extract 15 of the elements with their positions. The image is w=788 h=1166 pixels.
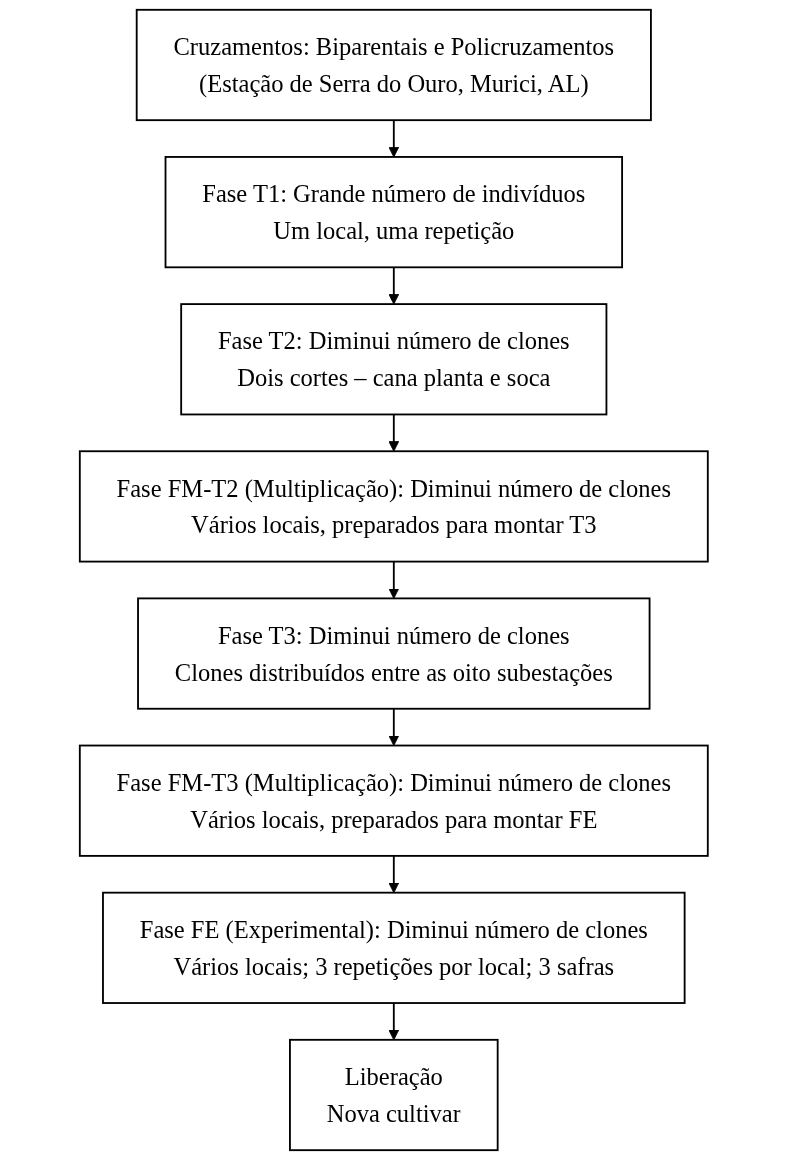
arrow (388, 119, 400, 158)
arrow (388, 707, 400, 746)
arrow (388, 854, 400, 894)
arrow (388, 1002, 400, 1041)
node-box: Fase FM-T3 (Multiplicação): Diminui número de clones Vários locais, preparados para montar FE (79, 744, 709, 857)
arrow (388, 560, 400, 599)
node-box: Liberação Nova cultivar (289, 1038, 499, 1152)
node-box: Fase FE (Experimental): Diminui número de clones Vários locais; 3 repetições por local; 3 safras (102, 891, 686, 1004)
arrow (388, 413, 400, 452)
node-box: Fase T1: Grande número de indivíduos Um local, uma repetição (164, 156, 624, 269)
node-box: Cruzamentos: Biparentais e Policruzamentos (Estação de Serra do Ouro, Murici, AL) (135, 8, 652, 122)
node-box: Fase FM-T2 (Multiplicação): Diminui número de clones Vários locais, preparados para montar T3 (79, 450, 709, 563)
node-box: Fase T2: Diminui número de clones Dois cortes – cana planta e soca (180, 303, 608, 416)
node-box: Fase T3: Diminui número de clones Clones distribuídos entre as oito subestações (137, 597, 651, 710)
arrow (388, 266, 400, 305)
